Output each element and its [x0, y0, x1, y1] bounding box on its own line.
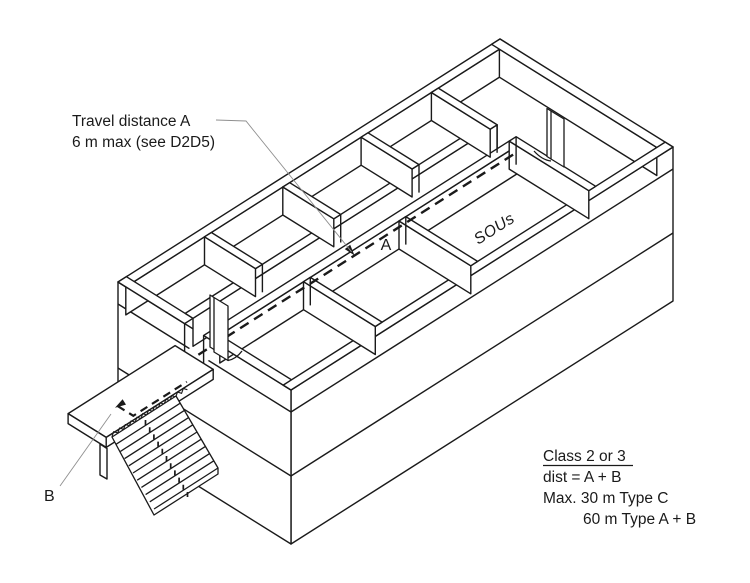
stair-tread: [120, 409, 185, 452]
arrowhead-b: [115, 399, 126, 408]
stair-tread: [128, 424, 194, 467]
class-note-title: Class 2 or 3: [543, 448, 626, 465]
front-facade-floor-line-1: [290, 168, 674, 413]
partition-band: [398, 215, 479, 267]
stair-tread: [132, 431, 198, 474]
label-b: B: [44, 488, 55, 505]
travel-path-b-dashed: [117, 380, 188, 418]
stair-tread: [141, 445, 206, 488]
front-row-partitions: [302, 215, 479, 356]
leader-a: [215, 119, 352, 253]
travel-distance-annotation-line1: Travel distance A: [72, 113, 191, 130]
partition-band: [302, 276, 383, 328]
leader-lines: [59, 119, 352, 487]
class-note-line3: 60 m Type A + B: [583, 511, 696, 528]
travel-distance-annotation-line2: 6 m max (see D2D5): [72, 134, 215, 151]
corridor-exit-door-right: [533, 107, 565, 168]
door-swing-arc: [533, 150, 552, 162]
stair-tread: [149, 460, 215, 503]
travel-path-a-dashed: [117, 153, 514, 408]
front-rooms-floor: [219, 145, 589, 380]
stair-tread: [115, 402, 181, 445]
door-leaf: [213, 296, 229, 362]
corridor-end-wall: [430, 87, 597, 220]
external-stair: [111, 395, 219, 516]
landing-support-post: [99, 443, 108, 480]
end-wall-band-front-segment: [508, 135, 597, 192]
class-note-block: Class 2 or 3 dist = A + B Max. 30 m Type…: [543, 448, 696, 528]
door-leaf-thickness: [209, 294, 215, 351]
stair-path-ticks: [144, 420, 189, 497]
stair-tread: [153, 467, 219, 510]
doors: [209, 107, 565, 362]
stair-tread: [145, 453, 210, 496]
corridor-exit-door-left: [209, 294, 243, 362]
front-facade-floor-line-2: [290, 232, 674, 477]
label-a: A: [381, 237, 392, 254]
leader-b: [59, 413, 112, 487]
stair-tread: [124, 417, 189, 460]
door-leaf: [550, 110, 565, 168]
door-leaf-thickness: [546, 107, 552, 160]
stair-tread: [136, 438, 202, 481]
class-note-line2: Max. 30 m Type C: [543, 490, 668, 507]
class-note-line1: dist = A + B: [543, 469, 621, 486]
door-swing-arc: [227, 350, 243, 362]
